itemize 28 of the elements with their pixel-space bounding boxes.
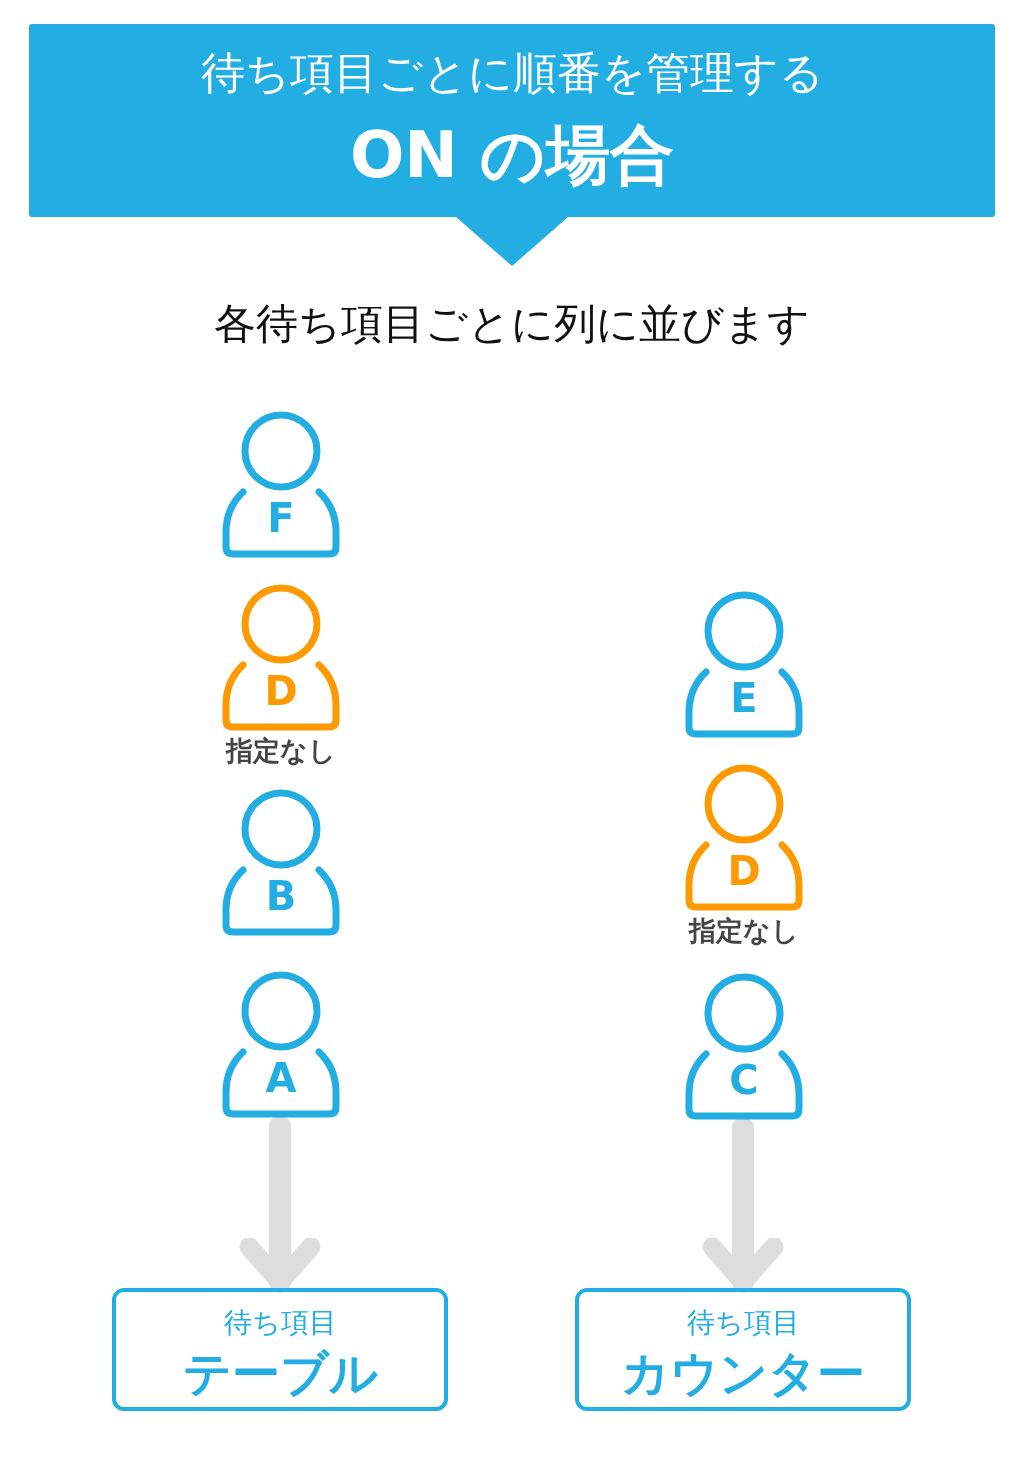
box-title: カウンター bbox=[620, 1344, 866, 1403]
person-letter: B bbox=[264, 874, 298, 918]
banner-subtitle: 待ち項目ごとに順番を管理する bbox=[199, 46, 825, 100]
arrow bbox=[239, 1115, 321, 1293]
person-note: 指定なし bbox=[224, 734, 337, 768]
box-caption: 待ち項目 bbox=[222, 1305, 338, 1341]
person-icon bbox=[684, 763, 804, 913]
queue-box bbox=[112, 1288, 448, 1411]
person-icon bbox=[221, 410, 341, 560]
arrow bbox=[702, 1117, 784, 1293]
person-icon bbox=[684, 972, 804, 1122]
person-letter: E bbox=[729, 676, 759, 720]
person-letter: A bbox=[264, 1056, 298, 1100]
title-banner bbox=[29, 24, 995, 266]
person-icon bbox=[221, 583, 341, 733]
instruction-text: 各待ち項目ごとに列に並びます bbox=[213, 298, 811, 350]
person-letter: F bbox=[266, 496, 296, 540]
box-title: テーブル bbox=[181, 1344, 379, 1403]
person-icon bbox=[221, 970, 341, 1120]
box-caption: 待ち項目 bbox=[685, 1305, 801, 1341]
person-letter: C bbox=[728, 1058, 760, 1102]
person-icon bbox=[221, 788, 341, 938]
person-letter: D bbox=[263, 669, 299, 713]
queue-box bbox=[575, 1288, 911, 1411]
person-letter: D bbox=[726, 849, 762, 893]
banner-title: ON の場合 bbox=[348, 117, 676, 194]
person-note: 指定なし bbox=[687, 914, 800, 948]
person-icon bbox=[684, 590, 804, 740]
